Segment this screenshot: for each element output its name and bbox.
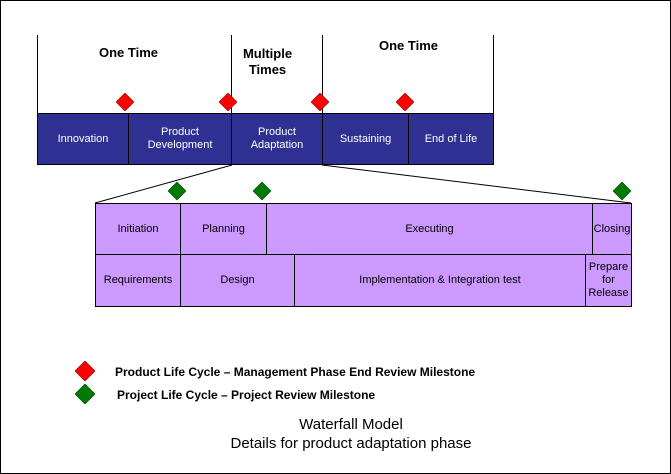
product-phase-innovation: Innovation	[37, 113, 129, 165]
phase-label: Prepare for Release	[588, 261, 629, 299]
green-milestone-diamond	[613, 182, 631, 200]
header-one-time-right: One Time	[378, 38, 438, 53]
phase-label: Executing	[405, 222, 454, 235]
project-activity-requirements: Requirements	[95, 254, 181, 307]
phase-label: Requirements	[103, 274, 173, 286]
legend-green-text: Project Life Cycle – Project Review Mile…	[117, 388, 376, 402]
phase-label: Product Development	[147, 126, 213, 151]
product-phase-end-of-life: End of Life	[408, 113, 494, 165]
red-milestone-diamond	[116, 93, 134, 111]
phase-label: Design	[220, 274, 255, 286]
project-phase-closing: Closing	[592, 203, 632, 255]
phase-label: Initiation	[117, 222, 159, 235]
boundary-line-right	[493, 35, 494, 113]
boundary-line-left	[37, 35, 38, 113]
boundary-line-mid-right	[322, 35, 323, 113]
product-phase-sustaining: Sustaining	[322, 113, 409, 165]
project-phase-executing: Executing	[266, 203, 593, 255]
header-one-time-left: One Time	[98, 45, 158, 60]
caption-subtitle: Details for product adaptation phase	[230, 435, 472, 452]
phase-label: Planning	[202, 222, 245, 235]
product-phase-development: Product Development	[128, 113, 232, 165]
project-activity-design: Design	[180, 254, 295, 307]
legend-red-text: Product Life Cycle – Management Phase En…	[115, 365, 476, 379]
project-activity-prepare-release: Prepare for Release	[585, 254, 632, 307]
caption-title: Waterfall Model	[299, 416, 403, 433]
phase-label: Closing	[593, 222, 631, 235]
product-phase-adaptation: Product Adaptation	[231, 113, 323, 165]
legend-green-diamond-icon	[75, 384, 95, 404]
red-milestone-diamond	[311, 93, 329, 111]
phase-label: Product Adaptation	[250, 126, 304, 151]
green-milestone-diamond	[168, 182, 186, 200]
project-phase-planning: Planning	[180, 203, 267, 255]
red-milestone-diamond	[219, 93, 237, 111]
phase-label: Innovation	[57, 132, 109, 145]
red-milestone-diamond	[396, 93, 414, 111]
green-milestone-diamond	[253, 182, 271, 200]
legend-red-diamond-icon	[75, 361, 95, 381]
header-multiple-times: Multiple Times	[242, 46, 293, 77]
phase-label: Implementation & Integration test	[359, 274, 521, 286]
phase-label: End of Life	[424, 132, 478, 145]
project-phase-initiation: Initiation	[95, 203, 181, 255]
project-activity-implementation: Implementation & Integration test	[294, 254, 586, 307]
phase-label: Sustaining	[339, 132, 392, 145]
boundary-line-mid-left	[231, 35, 232, 113]
